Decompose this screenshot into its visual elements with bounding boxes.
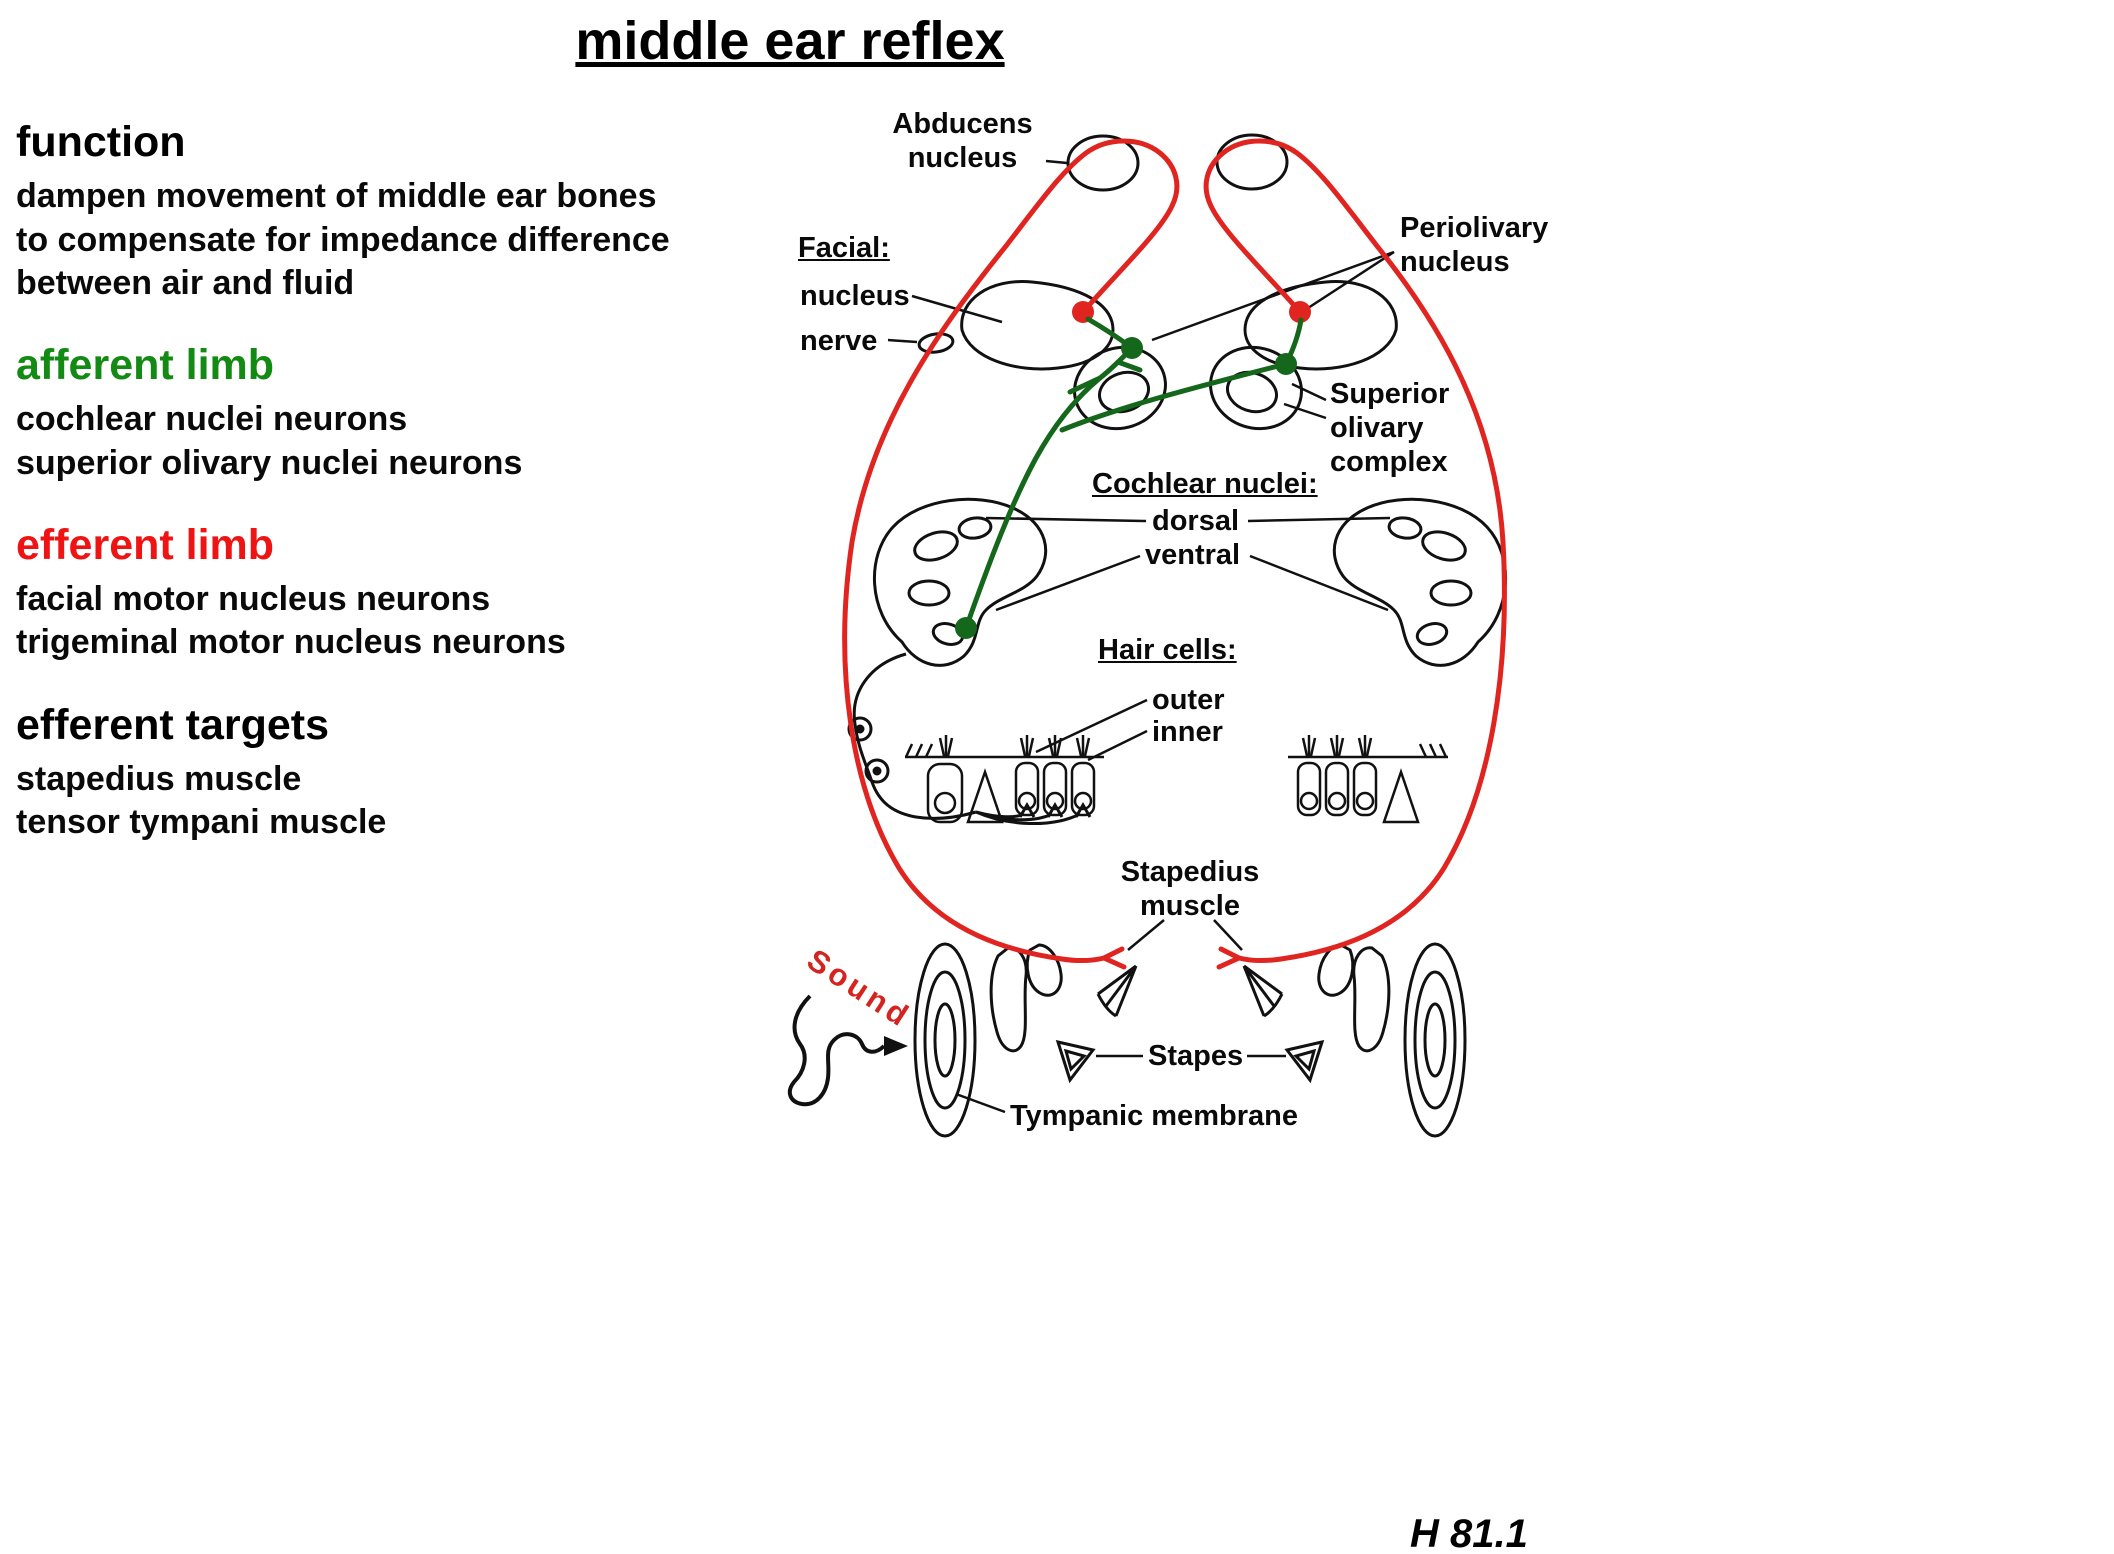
label-leader-lines <box>887 159 1395 1114</box>
sound-wave-shape <box>787 994 908 1107</box>
section-line: facial motor nucleus neurons <box>16 580 491 619</box>
section-function: function dampen movement of middle ear b… <box>16 118 761 305</box>
section-line: dampen movement of middle ear bones <box>16 177 657 216</box>
section-heading: afferent limb <box>16 340 275 389</box>
slide-footnote: H 81.1 <box>1410 1512 1528 1554</box>
afferent-neuron-somas <box>955 337 1297 639</box>
label-stapes: Stapes <box>1148 1040 1244 1072</box>
label-hair-inner: inner <box>1152 716 1223 748</box>
label-line: Periolivary <box>1400 212 1549 244</box>
afferent-pathway-shape <box>963 316 1304 631</box>
efferent-pathway-shape <box>842 138 1507 970</box>
label-line: Abducens <box>892 108 1033 140</box>
cochlear-nuclei-shapes <box>873 497 1507 667</box>
label-cochlear-dorsal: dorsal <box>1152 505 1240 537</box>
section-line: tensor tympani muscle <box>16 803 387 842</box>
section-line: trigeminal motor nucleus neurons <box>16 623 566 662</box>
label-cochlear-nuclei-heading: Cochlear nuclei: <box>1092 468 1318 500</box>
facial-nerve-shape <box>917 332 955 354</box>
label-line: nucleus <box>1400 245 1510 278</box>
middle-ear-left-shapes <box>913 942 1138 1138</box>
label-line: nucleus <box>907 141 1018 174</box>
label-facial-heading: Facial: <box>798 232 890 264</box>
section-line: superior olivary nuclei neurons <box>16 443 523 482</box>
section-efferent-targets: efferent targets stapedius muscle tensor… <box>16 701 761 845</box>
label-periolivary-nucleus: Periolivary nucleus <box>1400 212 1548 280</box>
section-line: between air and fluid <box>16 263 355 302</box>
facial-nuclei-shapes <box>960 280 1398 371</box>
hair-cells-left-shapes <box>904 735 1104 824</box>
label-abducens-nucleus: Abducens nucleus <box>855 108 1070 176</box>
section-afferent-limb: afferent limb cochlear nuclei neurons su… <box>16 341 761 485</box>
sound-arrowhead <box>884 1036 908 1056</box>
section-heading: function <box>16 118 186 166</box>
label-hair-cells-heading: Hair cells: <box>1098 634 1237 666</box>
label-line: olivary <box>1330 411 1424 444</box>
hair-cells-right-shapes <box>1288 735 1448 824</box>
section-heading: efferent limb <box>16 520 275 569</box>
label-tympanic-membrane: Tympanic membrane <box>1010 1100 1298 1132</box>
label-line: complex <box>1330 445 1448 478</box>
label-cochlear-ventral: ventral <box>1145 539 1241 571</box>
label-hair-outer: outer <box>1152 684 1225 716</box>
label-facial-nucleus: nucleus <box>800 280 910 312</box>
label-stapedius-muscle: Stapedius muscle <box>1108 856 1272 924</box>
label-line: Stapedius <box>1120 856 1260 888</box>
section-line: cochlear nuclei neurons <box>16 400 408 439</box>
section-line: to compensate for impedance difference <box>16 220 670 259</box>
label-superior-olivary-complex: Superior olivary complex <box>1330 378 1449 480</box>
label-line: Superior <box>1330 378 1450 410</box>
page-title: middle ear reflex <box>575 11 1005 71</box>
label-facial-nerve: nerve <box>800 325 878 357</box>
section-heading: efferent targets <box>16 700 330 749</box>
section-line: stapedius muscle <box>16 759 302 798</box>
label-line: muscle <box>1140 889 1240 922</box>
section-efferent-limb: efferent limb facial motor nucleus neuro… <box>16 521 761 665</box>
left-text-panel: function dampen movement of middle ear b… <box>16 118 761 880</box>
